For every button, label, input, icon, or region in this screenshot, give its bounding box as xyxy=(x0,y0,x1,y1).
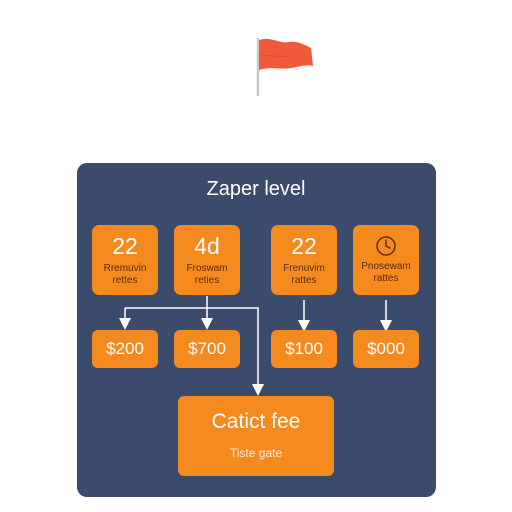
connector-to-result xyxy=(125,307,264,396)
node-card-4: Pnosewam rattes xyxy=(353,225,419,295)
node-value: 4d xyxy=(194,233,220,259)
node-label-line2: rattes xyxy=(373,273,399,284)
amount-node-3: $100 xyxy=(271,330,337,368)
amount-node-1: $200 xyxy=(92,330,158,368)
node-value: 22 xyxy=(112,233,138,259)
clock-icon xyxy=(376,236,396,256)
node-label-line2: reties xyxy=(194,275,220,286)
node-label-line1: Frenuvim xyxy=(283,263,325,274)
node-label-line1: Pnosewam xyxy=(361,261,411,272)
result-title: Catict fee xyxy=(211,410,301,433)
result-node: Catict fee Tiste gate xyxy=(178,396,334,476)
node-card-1: 22 Rremuvin rettes xyxy=(92,225,158,295)
node-label-line2: rettes xyxy=(112,275,138,286)
flag-icon xyxy=(256,38,313,96)
node-label-line2: rattes xyxy=(291,275,317,286)
node-label-line1: Froswam xyxy=(186,263,228,274)
node-label-line1: Rremuvin xyxy=(103,263,147,274)
amount-node-4: $000 xyxy=(353,330,419,368)
node-card-3: 22 Frenuvim rattes xyxy=(271,225,337,295)
result-subtitle: Tiste gate xyxy=(229,446,283,460)
diagram-title: Zaper level xyxy=(206,178,306,200)
node-card-2: 4d Froswam reties xyxy=(174,225,240,295)
amount-node-2: $700 xyxy=(174,330,240,368)
node-value: 22 xyxy=(291,233,317,259)
